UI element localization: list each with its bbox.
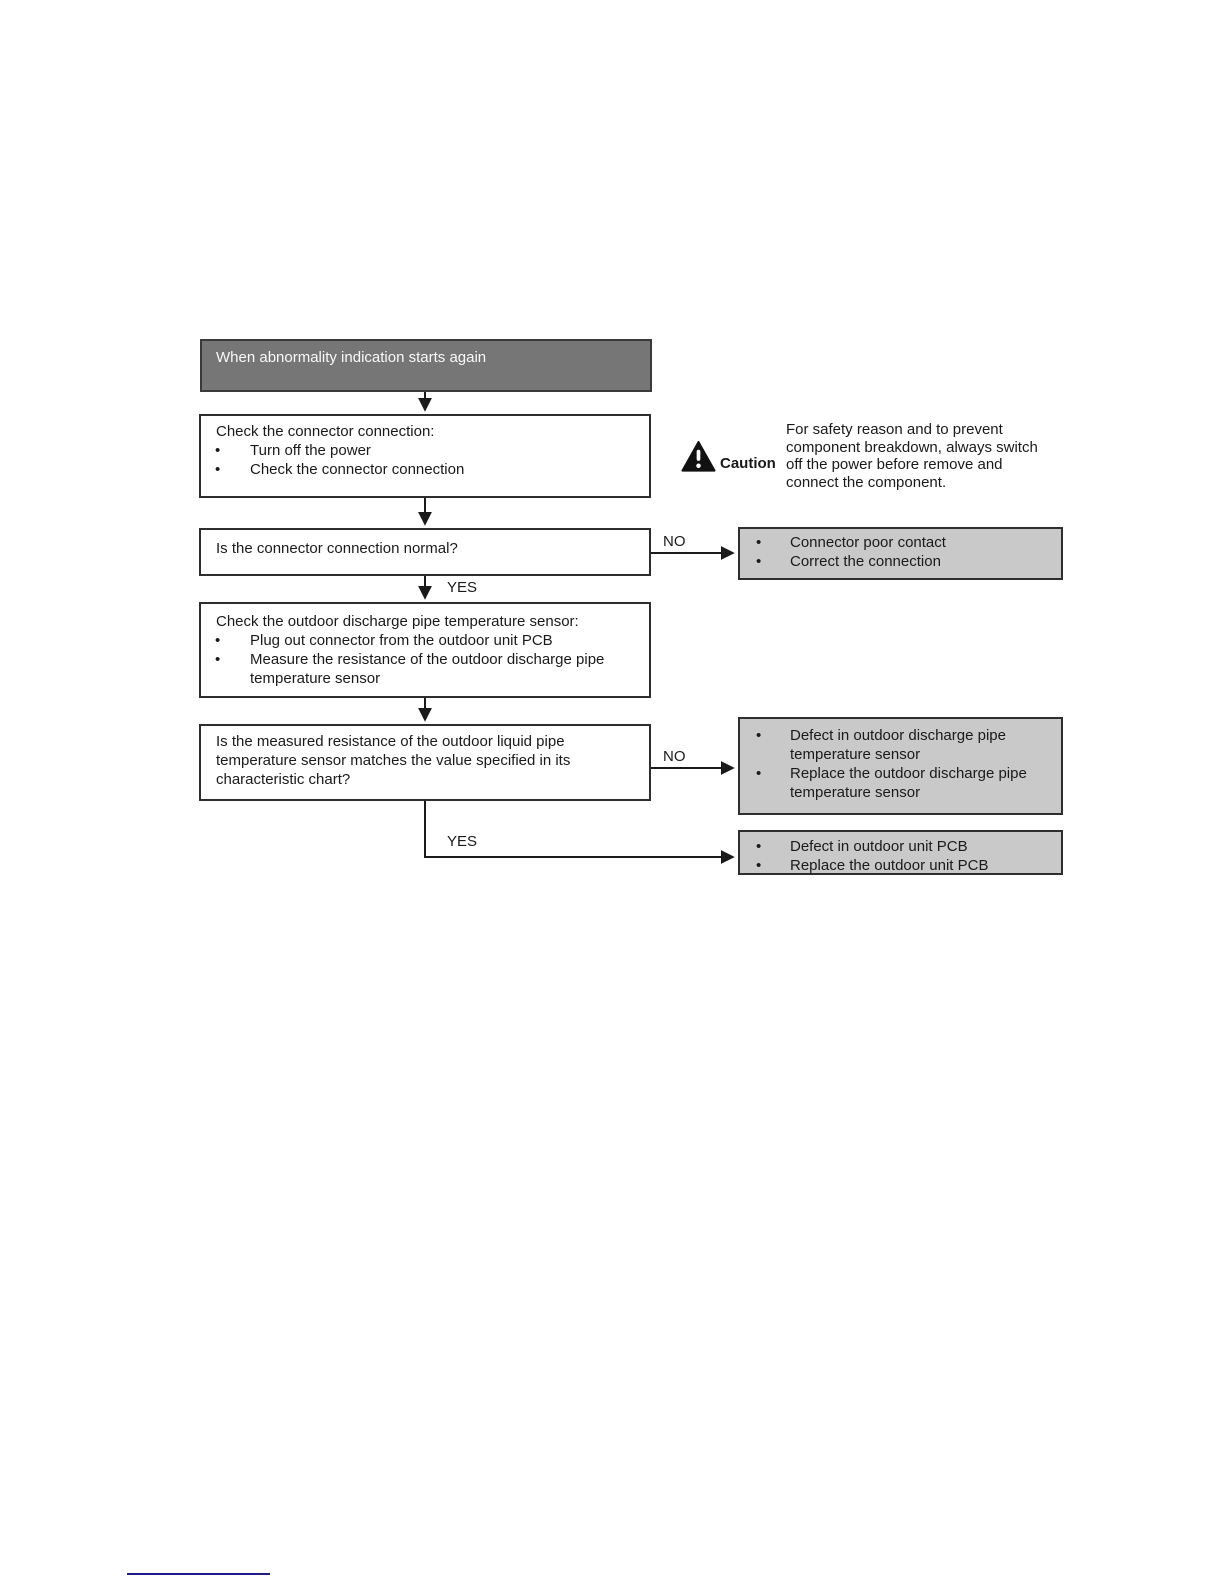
flow-result-sensor-defect: Defect in outdoor discharge pipe tempera… [738, 717, 1063, 815]
bullet-item: Check the connector connection [201, 460, 649, 479]
flow-decision-connector-normal: Is the connector connection normal? [199, 528, 651, 576]
arrow-yes-to-result-pcb [424, 801, 735, 864]
flow-step-check-sensor: Check the outdoor discharge pipe tempera… [199, 602, 651, 698]
footer-divider-line [127, 1573, 270, 1575]
flow-decision-resistance-match: Is the measured resistance of the outdoo… [199, 724, 651, 801]
caution-text: For safety reason and to prevent compone… [786, 421, 1038, 491]
flow-start-label: When abnormality indication starts again [216, 349, 487, 366]
bullet-item: Plug out connector from the outdoor unit… [201, 631, 649, 650]
flow-start-node: When abnormality indication starts again [200, 339, 652, 392]
bullet-item: Defect in outdoor unit PCB [740, 837, 1061, 856]
flow-result-pcb-defect: Defect in outdoor unit PCB Replace the o… [738, 830, 1063, 875]
branch-label-no: NO [663, 748, 686, 765]
step-title: Check the connector connection: [216, 423, 435, 440]
bullet-item: Connector poor contact [740, 533, 1061, 552]
result-bullet-list: Defect in outdoor unit PCB Replace the o… [740, 837, 1061, 875]
bullet-item: Turn off the power [201, 441, 649, 460]
flow-result-poor-contact: Connector poor contact Correct the conne… [738, 527, 1063, 580]
bullet-item: Correct the connection [740, 552, 1061, 571]
step-title: Check the outdoor discharge pipe tempera… [216, 613, 579, 630]
step-bullet-list: Plug out connector from the outdoor unit… [201, 631, 649, 688]
caution-block: Caution [681, 440, 801, 480]
branch-label-yes: YES [447, 579, 478, 596]
flow-step-check-connector: Check the connector connection: Turn off… [199, 414, 651, 498]
result-bullet-list: Connector poor contact Correct the conne… [740, 533, 1061, 571]
bullet-item: Defect in outdoor discharge pipe tempera… [740, 726, 1061, 764]
warning-triangle-icon [681, 440, 716, 472]
decision-text: Is the connector connection normal? [216, 540, 458, 557]
branch-label-no: NO [663, 533, 686, 550]
decision-text: Is the measured resistance of the outdoo… [216, 733, 571, 788]
bullet-item: Replace the outdoor unit PCB [740, 856, 1061, 875]
bullet-item: Measure the resistance of the outdoor di… [201, 650, 649, 688]
step-bullet-list: Turn off the power Check the connector c… [201, 441, 649, 479]
bullet-item: Replace the outdoor discharge pipe tempe… [740, 764, 1061, 802]
result-bullet-list: Defect in outdoor discharge pipe tempera… [740, 726, 1061, 802]
caution-label: Caution [720, 455, 776, 472]
branch-label-yes: YES [447, 833, 478, 850]
